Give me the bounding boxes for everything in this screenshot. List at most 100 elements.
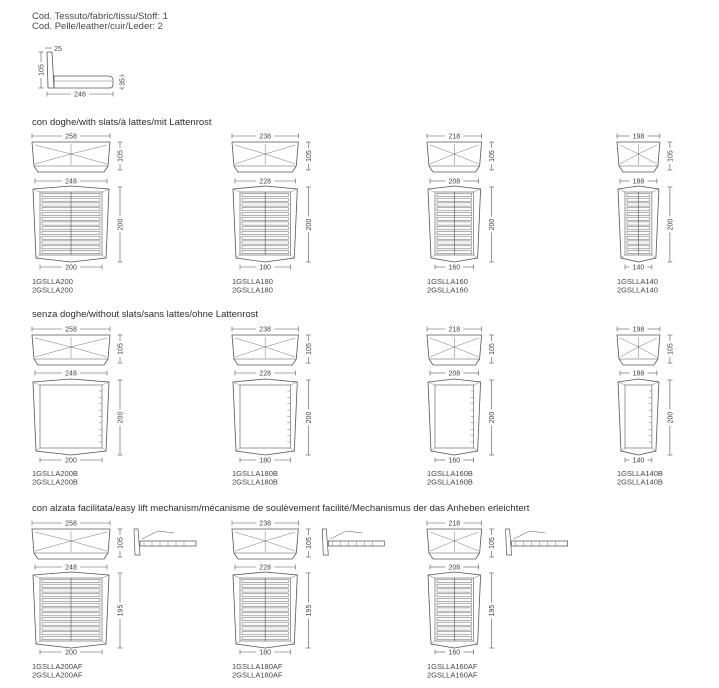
lift-arm bbox=[346, 530, 363, 534]
bed-plan-outline bbox=[427, 378, 482, 456]
headboard-quilt-line bbox=[454, 144, 479, 155]
frame-corner-line bbox=[32, 381, 41, 386]
frame-corner-line bbox=[235, 447, 241, 452]
headboard-quilt-line bbox=[34, 337, 72, 348]
leather-code-label: Cod. Pelle/leather/cuir/Leder: 2 bbox=[32, 21, 163, 32]
fabric-code-label: Cod. Tessuto/fabric/tissu/Stoff: 1 bbox=[32, 11, 168, 22]
headboard-quilt-line bbox=[34, 144, 72, 155]
model-code: 2GSLLA140B bbox=[617, 478, 663, 487]
base-width-dim-label: 208 bbox=[448, 371, 460, 378]
top-width-dim-label: 218 bbox=[448, 134, 460, 141]
bed-plan-view bbox=[617, 378, 660, 456]
lift-mechanism-side-view bbox=[505, 528, 568, 556]
frame-corner-line bbox=[430, 447, 436, 452]
bed-plan-outline bbox=[32, 378, 110, 456]
inner-width-dim-label: 160 bbox=[448, 650, 460, 657]
frame-corner-line bbox=[101, 188, 110, 193]
headboard-quilt-line bbox=[429, 144, 455, 155]
headboard-quilt-line bbox=[234, 531, 266, 542]
headboard-quilt-line bbox=[234, 346, 266, 358]
model-code: 1GSLLA180B bbox=[232, 469, 278, 478]
frame-corner-line bbox=[651, 188, 659, 193]
top-width-dim-label: 258 bbox=[65, 134, 77, 141]
headboard-height-dim-label: 105 bbox=[667, 150, 674, 162]
frame-corner-line bbox=[101, 447, 107, 452]
bed-plan-view bbox=[232, 185, 298, 263]
headboard-quilt-line bbox=[265, 337, 296, 348]
headboard-quilt-line bbox=[265, 540, 296, 552]
inner-width-dim-label: 140 bbox=[633, 458, 645, 465]
headboard-quilt-line bbox=[429, 337, 455, 348]
base-width-dim-label: 188 bbox=[633, 179, 645, 186]
base-width-dim-label: 228 bbox=[259, 179, 271, 186]
bed-depth-dim-label: 200 bbox=[667, 219, 674, 231]
section-title-with-slats: con doghe/with slats/à lattes/mit Latten… bbox=[32, 117, 212, 128]
headboard-quilt-line bbox=[429, 540, 455, 552]
headboard-quilt-line bbox=[429, 346, 455, 358]
lift-mechanism-side-view bbox=[321, 528, 385, 556]
headboard-quilt-line bbox=[265, 346, 296, 358]
side-top-dim-label: 25 bbox=[54, 46, 62, 53]
model-code: 2GSLLA200AF bbox=[32, 671, 83, 680]
lift-arm bbox=[141, 530, 159, 540]
frame-corner-line bbox=[35, 254, 41, 259]
frame-corner-line bbox=[473, 188, 481, 193]
headboard-height-dim-label: 105 bbox=[489, 150, 496, 162]
headboard-quilt-line bbox=[638, 153, 657, 165]
frame-corner-line bbox=[32, 574, 41, 579]
headboard-height-dim-label: 105 bbox=[489, 537, 496, 549]
model-code: 1GSLLA140 bbox=[617, 277, 658, 286]
inner-width-dim-label: 160 bbox=[448, 265, 460, 272]
model-code: 1GSLLA200AF bbox=[32, 662, 83, 671]
headboard-quilt-line bbox=[619, 337, 639, 348]
base-width-dim-label: 208 bbox=[448, 179, 460, 186]
frame-corner-line bbox=[473, 640, 478, 645]
bed-plan-outline bbox=[617, 378, 660, 456]
inner-width-dim-label: 180 bbox=[259, 265, 271, 272]
base-width-dim-label: 228 bbox=[259, 371, 271, 378]
model-code: 2GSLLA140 bbox=[617, 286, 658, 295]
bed-plan-view bbox=[617, 185, 660, 263]
bed-plan-view bbox=[232, 378, 298, 456]
frame-corner-line bbox=[35, 447, 41, 452]
frame-corner-line bbox=[32, 188, 41, 193]
model-code: 2GSLLA180AF bbox=[232, 671, 283, 680]
headboard-front-view bbox=[231, 141, 299, 173]
headboard-quilt-line bbox=[70, 346, 108, 358]
bed-plan-view bbox=[32, 378, 110, 456]
lift-headboard-profile bbox=[321, 528, 329, 556]
base-width-dim-label: 228 bbox=[259, 565, 271, 572]
frame-corner-line bbox=[290, 381, 298, 386]
headboard-quilt-line bbox=[638, 337, 657, 348]
headboard-height-dim-label: 105 bbox=[118, 537, 125, 549]
bed-plan-view bbox=[32, 185, 110, 263]
frame-corner-line bbox=[101, 574, 110, 579]
bed-depth-dim-label: 195 bbox=[118, 605, 125, 617]
frame-corner-line bbox=[290, 188, 298, 193]
frame-corner-line bbox=[290, 254, 295, 259]
top-width-dim-label: 218 bbox=[448, 521, 460, 528]
headboard-quilt-line bbox=[619, 153, 639, 165]
bed-inner-frame bbox=[624, 384, 653, 449]
model-code: 2GSLLA200B bbox=[32, 478, 78, 487]
top-width-dim-label: 198 bbox=[633, 327, 645, 334]
headboard-height-dim-label: 105 bbox=[667, 343, 674, 355]
lift-arm bbox=[513, 530, 530, 540]
model-code: 2GSLLA180B bbox=[232, 478, 278, 487]
bed-depth-dim-label: 200 bbox=[118, 412, 125, 424]
frame-corner-line bbox=[473, 254, 478, 259]
frame-corner-line bbox=[617, 188, 626, 193]
model-code: 1GSLLA140B bbox=[617, 469, 663, 478]
headboard-front-view bbox=[31, 334, 111, 366]
frame-corner-line bbox=[232, 381, 241, 386]
top-width-dim-label: 238 bbox=[259, 521, 271, 528]
bed-plan-view bbox=[232, 571, 298, 649]
